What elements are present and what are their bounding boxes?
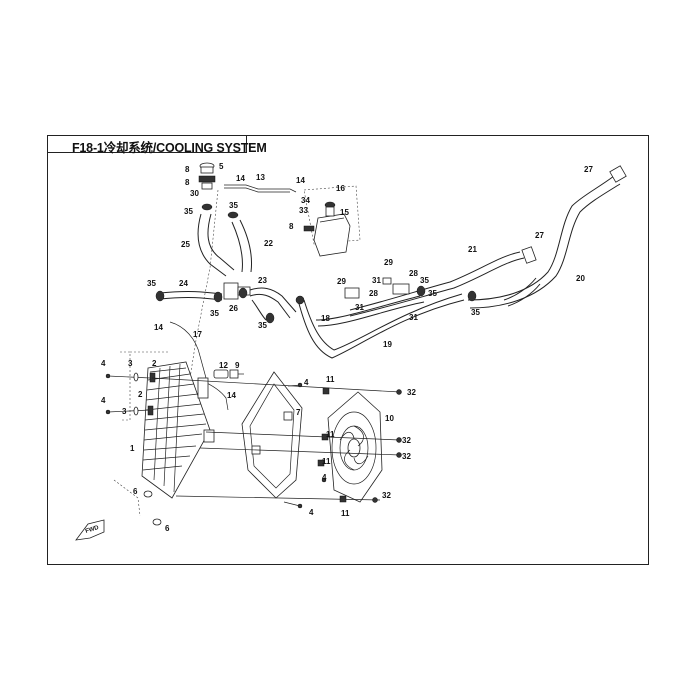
t-connector [344,277,477,302]
callout-label: 31 [409,313,418,322]
callout-label: 4 [101,396,106,405]
callout-label: 28 [369,289,378,298]
callout-label: 14 [227,391,236,400]
callout-label: 28 [409,269,418,278]
callout-label: 25 [181,240,190,249]
callout-label: 34 [301,196,310,205]
callout-label: 22 [264,239,273,248]
callout-label: 32 [402,436,411,445]
callout-label: 3 [122,407,127,416]
callout-label: 33 [299,206,308,215]
callout-label: 14 [296,176,305,185]
callout-label: 24 [179,279,188,288]
callout-label: 35 [258,321,267,330]
callout-label: 4 [304,378,309,387]
callout-label: 5 [219,162,224,171]
callout-label: 27 [584,165,593,174]
page-title: F18-1冷却系统/COOLING SYSTEM [72,141,267,155]
callout-label: 4 [309,508,314,517]
callout-label: 32 [407,388,416,397]
callout-label: 26 [229,304,238,313]
callout-labels: 5 8 8 30 35 35 14 13 14 16 34 33 15 8 25… [101,162,593,533]
hose-clamp [201,203,239,219]
radiator [141,361,215,499]
callout-label: 11 [322,457,331,466]
callout-label: 35 [420,276,429,285]
callout-label: 14 [236,174,245,183]
callout-label: 35 [471,308,480,317]
callout-label: 27 [535,231,544,240]
callout-label: 31 [355,303,364,312]
callout-label: 16 [336,184,345,193]
callout-label: 4 [322,473,327,482]
callout-label: 18 [321,314,330,323]
callout-label: 3 [128,359,133,368]
callout-label: 8 [289,222,294,231]
callout-label: 11 [326,430,335,439]
diagram-frame [47,135,649,565]
callout-label: 17 [193,330,202,339]
callout-label: 19 [383,340,392,349]
callout-label: 20 [576,274,585,283]
callout-label: 11 [326,375,335,384]
callout-label: 23 [258,276,267,285]
callout-label: 31 [372,276,381,285]
callout-label: 29 [337,277,346,286]
callout-label: 32 [402,452,411,461]
callout-label: 1 [130,444,135,453]
coolant-reservoir [303,185,361,257]
fastener-set [297,382,402,509]
callout-label: 8 [185,165,190,174]
fwd-arrow: FWD [75,519,105,541]
callout-label: 29 [384,258,393,267]
callout-label: 6 [133,487,138,496]
callout-label: 10 [385,414,394,423]
callout-label: 35 [210,309,219,318]
callout-label: 35 [147,279,156,288]
callout-label: 7 [296,408,301,417]
title-tab [47,135,247,153]
callout-label: 30 [190,189,199,198]
callout-label: 4 [101,359,106,368]
radiator-cap [198,162,216,190]
tee-fitting [213,282,251,303]
callout-label: 21 [468,245,477,254]
callout-label: 8 [185,178,190,187]
callout-label: 13 [256,173,265,182]
callout-label: 6 [165,524,170,533]
callout-label: 11 [341,509,350,518]
callout-label: 9 [235,361,240,370]
cooling-fan [327,391,383,503]
callout-label: 2 [152,359,157,368]
callout-label: 35 [229,201,238,210]
drain-plug [213,369,244,379]
callout-label: 32 [382,491,391,500]
callout-label: 14 [154,323,163,332]
callout-label: 15 [340,208,349,217]
fwd-label: FWD [85,525,100,535]
callout-label: 35 [184,207,193,216]
callout-label: 35 [428,289,437,298]
bolt-washer-set [105,372,156,416]
callout-label: 12 [219,361,228,370]
callout-label: 2 [138,390,143,399]
